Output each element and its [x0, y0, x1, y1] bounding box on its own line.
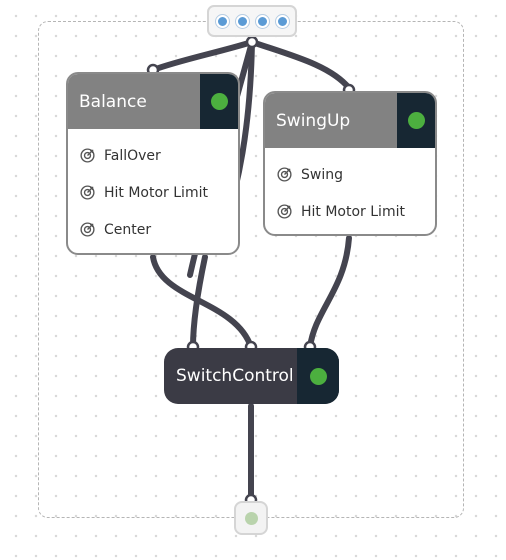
wire-entry-balance[interactable] — [150, 39, 255, 73]
wire-balance-switch[interactable] — [190, 254, 208, 350]
entry-port-dot[interactable] — [215, 14, 229, 28]
status-dot — [407, 112, 425, 129]
switchcontrol-node[interactable]: SwitchControl — [164, 348, 339, 404]
exit-node[interactable] — [234, 501, 268, 535]
outcome-label: Center — [104, 221, 152, 238]
entry-output-port[interactable] — [245, 35, 259, 49]
balance-node[interactable]: Balance FallOver Hit Motor L — [66, 72, 240, 255]
outcome-label: Swing — [301, 166, 343, 183]
exit-port-dot — [244, 511, 258, 525]
swingup-outcome-list: Swing Hit Motor Limit — [265, 148, 435, 230]
wire-swingup-switch[interactable] — [307, 235, 352, 350]
status-dot — [210, 93, 228, 110]
wire-entry-swingup[interactable] — [249, 39, 352, 91]
target-icon — [80, 222, 95, 237]
balance-node-title: Balance — [79, 91, 147, 112]
entry-port-dot[interactable] — [235, 14, 249, 28]
outcome-row[interactable]: Hit Motor Limit — [79, 174, 238, 211]
target-icon — [277, 204, 292, 219]
outcome-label: FallOver — [104, 147, 161, 164]
switchcontrol-status — [297, 348, 339, 404]
swingup-node-title: SwingUp — [276, 110, 351, 131]
status-dot — [309, 367, 327, 385]
outcome-row[interactable]: Center — [79, 211, 238, 248]
balance-outcome-list: FallOver Hit Motor Limit Center — [68, 129, 238, 248]
target-icon — [80, 185, 95, 200]
swingup-status — [397, 93, 435, 148]
entry-port-dot[interactable] — [255, 14, 269, 28]
target-icon — [80, 148, 95, 163]
outcome-row[interactable]: Hit Motor Limit — [276, 193, 435, 230]
outcome-row[interactable]: FallOver — [79, 137, 238, 174]
swingup-node[interactable]: SwingUp Swing Hit Motor Limi — [263, 91, 437, 236]
balance-node-header[interactable]: Balance — [68, 74, 238, 129]
swingup-node-header[interactable]: SwingUp — [265, 93, 435, 148]
balance-status — [200, 74, 238, 129]
entry-node[interactable] — [207, 5, 297, 37]
outcome-label: Hit Motor Limit — [301, 203, 405, 220]
outcome-label: Hit Motor Limit — [104, 184, 208, 201]
switchcontrol-node-title: SwitchControl — [176, 366, 294, 386]
target-icon — [277, 167, 292, 182]
entry-port-dot[interactable] — [275, 14, 289, 28]
outcome-row[interactable]: Swing — [276, 156, 435, 193]
